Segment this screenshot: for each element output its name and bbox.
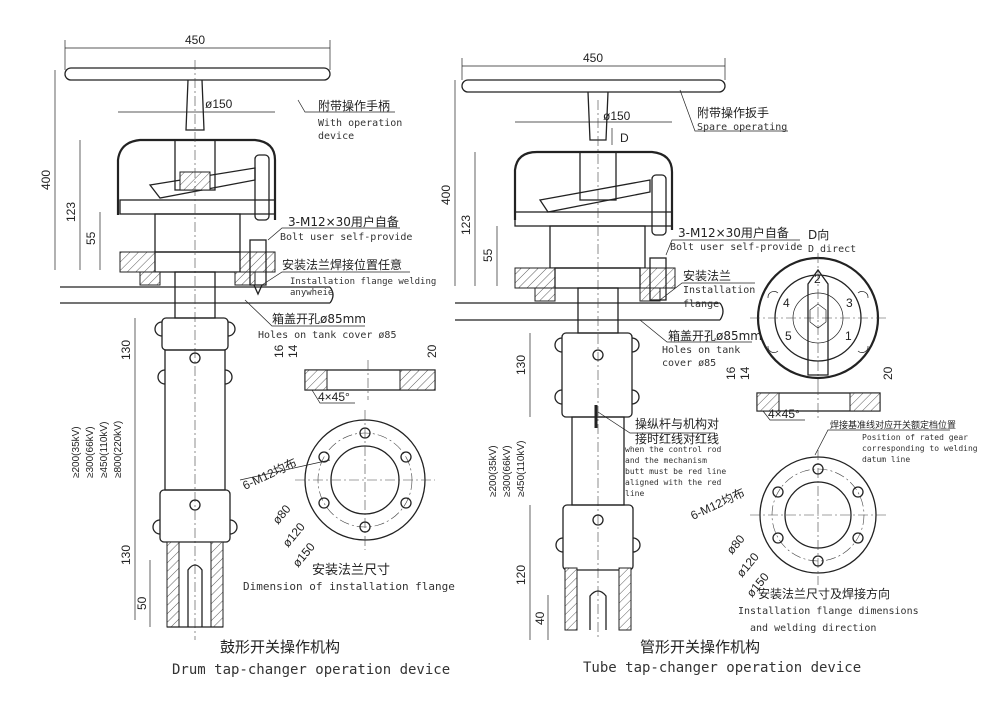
- cover-diameter: ø150: [205, 97, 233, 111]
- flange-thick-14: 14: [286, 344, 300, 358]
- cover-housing: [513, 150, 674, 230]
- redline-label-en-5: line: [625, 489, 644, 498]
- height-123: 123: [64, 202, 78, 222]
- chamfer-dim: 4×45°: [768, 407, 800, 421]
- weld-label-en-3: datum line: [862, 455, 910, 464]
- hole-label-en: Holes on tank cover ø85: [258, 330, 396, 341]
- d-view-label-en: D direct: [808, 244, 856, 255]
- tube-title-en: Tube tap-changer operation device: [583, 660, 861, 676]
- flange-label-cn: 安装法兰: [683, 268, 731, 283]
- shaft-120: 120: [514, 565, 528, 585]
- hole-label-cn: 箱盖开孔ø85mm: [272, 311, 366, 326]
- hole-label-en-2: cover ø85: [662, 358, 716, 369]
- handle-label-en-1: With operation: [318, 118, 402, 129]
- height-55: 55: [84, 231, 98, 245]
- length-req-220kv: ≥800(220kV): [113, 421, 124, 478]
- flange-dim-label-en-2: and welding direction: [750, 623, 876, 634]
- tube-device-drawing: 450 ø150 D 400 123 55: [439, 51, 978, 676]
- redline-label-en-3: butt must be red line: [625, 467, 726, 476]
- handle-label-en-2: device: [318, 131, 354, 142]
- drum-title-en: Drum tap-changer operation device: [172, 662, 450, 678]
- flange-label-en-1: Installation flange welding: [290, 277, 436, 287]
- flange-dim-label-cn: 安装法兰尺寸及焊接方向: [758, 586, 890, 601]
- gear-mark-3: 3: [846, 296, 853, 310]
- operation-handle: [461, 79, 726, 93]
- gear-mark-1: 1: [845, 329, 852, 343]
- redline-label-en-2: and the mechanism: [625, 456, 707, 465]
- bolt-label-cn: 3-M12×30用户自备: [678, 225, 789, 240]
- bolt-label-en: Bolt user self-provide: [280, 232, 412, 243]
- shaft-130-lower: 130: [119, 545, 133, 565]
- bolt-label-cn: 3-M12×30用户自备: [288, 214, 399, 229]
- fork-50: 50: [135, 596, 149, 610]
- operation-handle: [64, 67, 331, 81]
- flange-thick-16: 16: [272, 344, 286, 358]
- height-400: 400: [439, 185, 453, 205]
- shaft-130-upper: 130: [119, 340, 133, 360]
- tank-cover: [455, 302, 724, 321]
- drum-title-cn: 鼓形开关操作机构: [220, 638, 340, 656]
- flange-bolts: 6-M12均布: [688, 486, 746, 523]
- flange-dim-label-cn: 安装法兰尺寸: [312, 563, 390, 578]
- weld-label-en-1: Position of rated gear: [862, 433, 968, 442]
- flange-thick-20: 20: [425, 344, 439, 358]
- flange-thick-14: 14: [738, 366, 752, 380]
- shaft-130: 130: [514, 355, 528, 375]
- length-req-110kv: ≥450(110kV): [99, 422, 110, 478]
- flange-d80: ø80: [270, 502, 294, 527]
- flange-dim-label-en: Dimension of installation flange: [243, 580, 455, 593]
- width-dimension: 450: [583, 51, 603, 65]
- width-dimension: 450: [185, 33, 205, 47]
- drum-device-drawing: 450 ø150: [39, 33, 455, 678]
- gear-mark-5: 5: [785, 329, 792, 343]
- redline-label-cn-1: 操纵杆与机构对: [635, 416, 719, 431]
- hole-label-cn: 箱盖开孔ø85mm: [668, 328, 762, 343]
- weld-label-cn: 焊接基准线对应开关额定档位置: [830, 419, 956, 431]
- tube-title-cn: 管形开关操作机构: [640, 638, 760, 656]
- d-view-gear-dial: 2 4 3 5 1: [750, 253, 888, 385]
- height-123: 123: [459, 215, 473, 235]
- handle-label-cn: 附带操作扳手: [697, 105, 769, 120]
- view-d-marker: D: [620, 131, 629, 145]
- bolt-label-en: Bolt user self-provide: [670, 242, 802, 253]
- flange-d80: ø80: [724, 532, 748, 557]
- d-view-label-cn: D向: [808, 227, 829, 242]
- weld-label-en-2: corresponding to welding: [862, 444, 978, 453]
- height-400: 400: [39, 170, 53, 190]
- length-req-35kv: ≥200(35kV): [71, 426, 82, 478]
- flange-label-cn: 安装法兰焊接位置任意: [282, 257, 402, 272]
- hole-label-en-1: Holes on tank: [662, 345, 740, 356]
- flange-label-en-2: anywheie: [290, 288, 333, 298]
- flange-thick-16: 16: [724, 366, 738, 380]
- length-req-35kv: ≥200(35kV): [488, 445, 499, 497]
- redline-label-en-1: when the control rod: [625, 445, 722, 454]
- flange-label-en-1: Installation: [683, 285, 755, 296]
- handle-label-cn: 附带操作手柄: [318, 98, 390, 113]
- gear-mark-4: 4: [783, 296, 790, 310]
- length-req-66kv: ≥300(66kV): [502, 445, 513, 497]
- fork-40: 40: [533, 611, 547, 625]
- flange-thick-20: 20: [881, 366, 895, 380]
- cover-diameter: ø150: [603, 109, 631, 123]
- chamfer-dim: 4×45°: [318, 390, 350, 404]
- handle-label-en: Spare operating: [697, 122, 787, 133]
- flange-label-en-2: flange: [683, 299, 719, 310]
- height-55: 55: [481, 248, 495, 262]
- redline-label-cn-2: 接时红线对红线: [635, 431, 719, 446]
- flange-bolts: 6-M12均布: [240, 456, 298, 493]
- redline-label-en-4: aligned with the red: [625, 478, 722, 487]
- gear-mark-2: 2: [814, 272, 821, 286]
- length-req-66kv: ≥300(66kV): [85, 426, 96, 478]
- flange-dim-label-en-1: Installation flange dimensions: [738, 606, 919, 617]
- length-req-110kv: ≥450(110kV): [516, 441, 527, 497]
